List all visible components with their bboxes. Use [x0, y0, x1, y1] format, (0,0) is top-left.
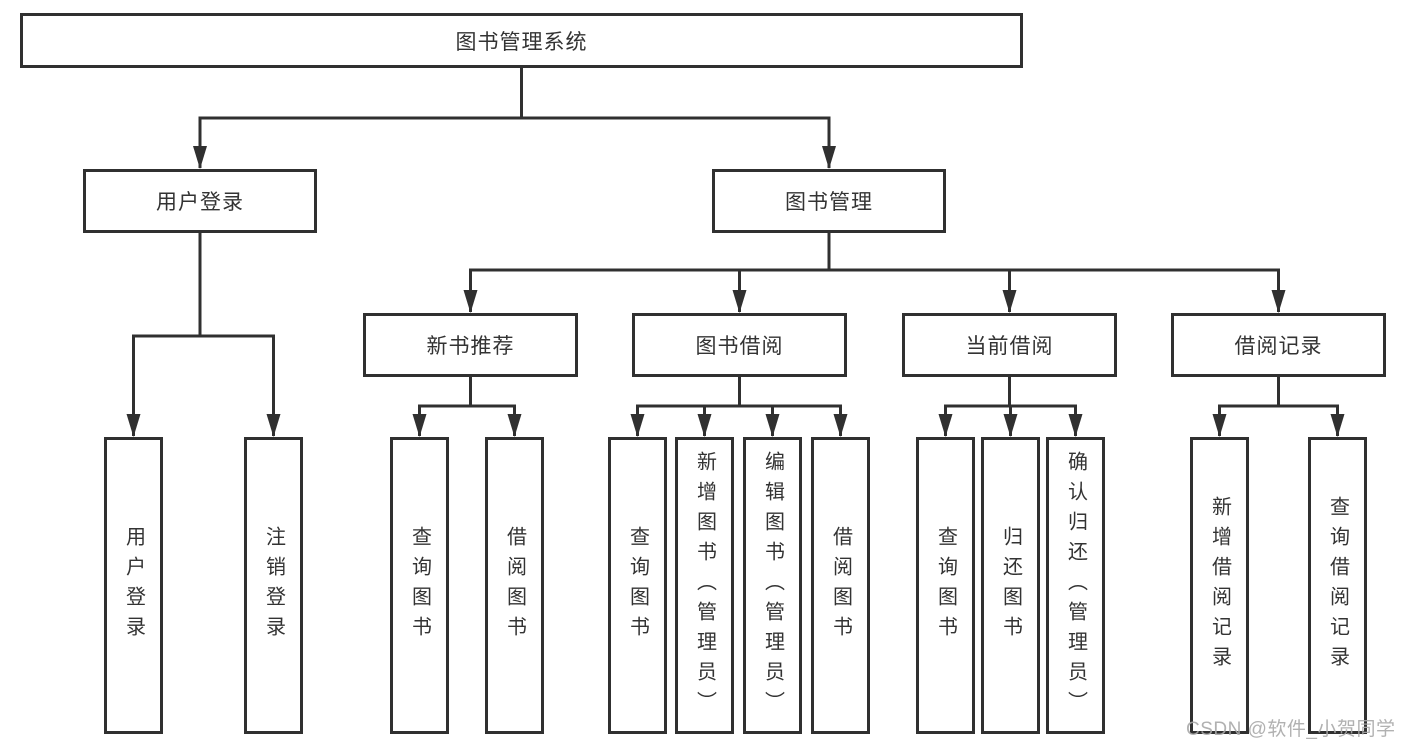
- node-book-borrowing-label: 图书借阅: [695, 335, 784, 358]
- node-current-borrowing-label: 当前借阅: [965, 335, 1054, 358]
- leaf-user-login: 用户登录: [104, 437, 163, 734]
- leaf-borrow-add-admin: 新增图书（管理员）: [675, 437, 734, 734]
- leaf-newbook-borrow-label: 借阅图书: [503, 525, 526, 646]
- node-borrowing-record-label: 借阅记录: [1234, 335, 1323, 358]
- node-borrowing-record: 借阅记录: [1171, 313, 1386, 377]
- node-book-management: 图书管理: [712, 169, 946, 233]
- node-book-borrowing: 图书借阅: [632, 313, 847, 377]
- node-root: 图书管理系统: [20, 13, 1023, 68]
- leaf-user-login-label: 用户登录: [122, 525, 145, 646]
- leaf-borrow-borrow-label: 借阅图书: [829, 525, 852, 646]
- leaf-newbook-query-label: 查询图书: [408, 525, 431, 646]
- leaf-newbook-borrow: 借阅图书: [485, 437, 544, 734]
- leaf-borrow-edit-admin: 编辑图书（管理员）: [743, 437, 802, 734]
- leaf-record-query-label: 查询借阅记录: [1326, 495, 1349, 676]
- leaf-record-add-label: 新增借阅记录: [1208, 495, 1231, 676]
- leaf-current-confirm-admin-label: 确认归还（管理员）: [1064, 450, 1087, 721]
- leaf-current-return-label: 归还图书: [999, 525, 1022, 646]
- leaf-current-return: 归还图书: [981, 437, 1040, 734]
- node-user-login-label: 用户登录: [156, 191, 244, 214]
- leaf-borrow-add-admin-label: 新增图书（管理员）: [693, 450, 716, 721]
- leaf-logout-label: 注销登录: [262, 525, 285, 646]
- leaf-current-confirm-admin: 确认归还（管理员）: [1046, 437, 1105, 734]
- leaf-record-query: 查询借阅记录: [1308, 437, 1367, 734]
- leaf-logout: 注销登录: [244, 437, 303, 734]
- node-current-borrowing: 当前借阅: [902, 313, 1117, 377]
- leaf-borrow-borrow: 借阅图书: [811, 437, 870, 734]
- leaf-borrow-query-label: 查询图书: [626, 525, 649, 646]
- leaf-borrow-query: 查询图书: [608, 437, 667, 734]
- node-root-label: 图书管理系统: [455, 30, 588, 54]
- node-new-book-recommend: 新书推荐: [363, 313, 578, 377]
- leaf-borrow-edit-admin-label: 编辑图书（管理员）: [761, 450, 784, 721]
- leaf-record-add: 新增借阅记录: [1190, 437, 1249, 734]
- csdn-watermark: CSDN @软件_小贺同学: [1186, 719, 1396, 740]
- node-user-login: 用户登录: [83, 169, 317, 233]
- node-new-book-recommend-label: 新书推荐: [426, 335, 515, 358]
- node-book-management-label: 图书管理: [785, 191, 873, 214]
- leaf-newbook-query: 查询图书: [390, 437, 449, 734]
- leaf-current-query: 查询图书: [916, 437, 975, 734]
- leaf-current-query-label: 查询图书: [934, 525, 957, 646]
